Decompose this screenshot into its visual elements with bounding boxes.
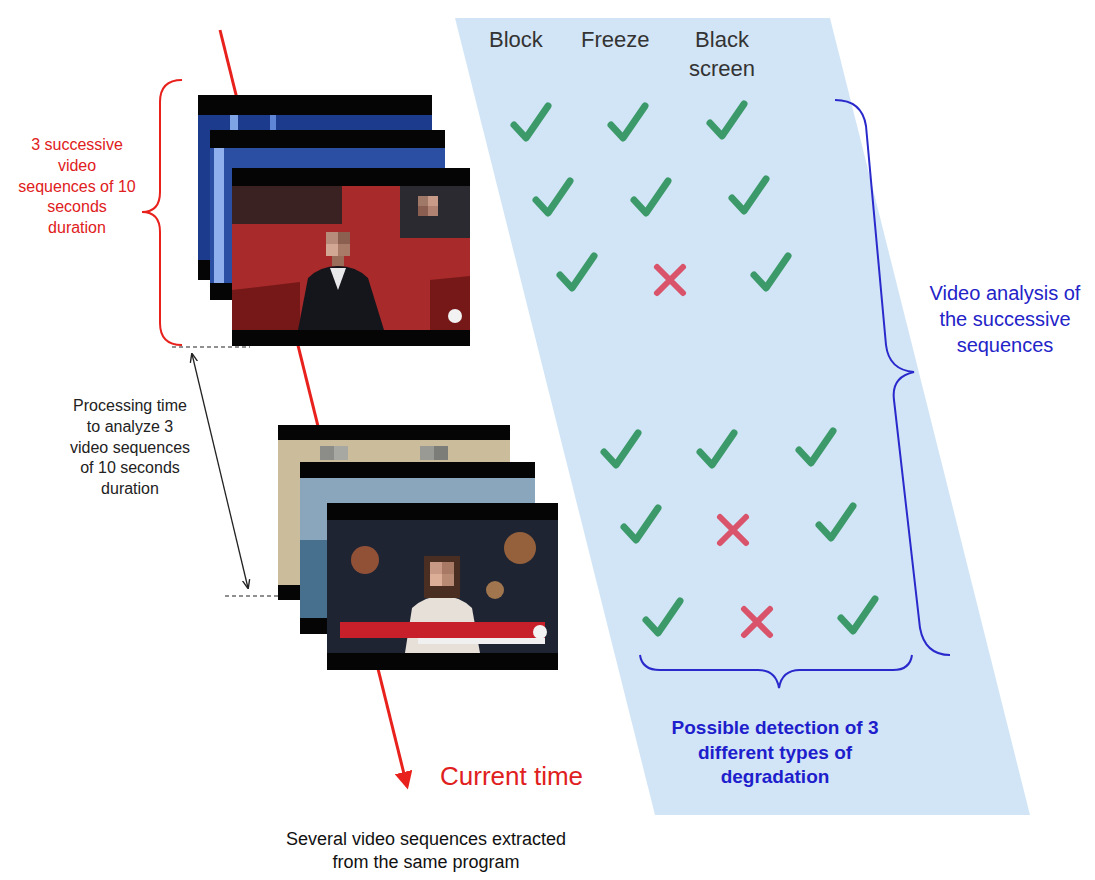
frame-image bbox=[327, 520, 558, 653]
frame-detail bbox=[400, 186, 470, 238]
pixelated-face bbox=[420, 446, 434, 460]
time-axis-label: Current time bbox=[440, 760, 583, 794]
pixelated-face bbox=[338, 244, 350, 256]
pixelated-face bbox=[430, 562, 442, 574]
pixelated-face bbox=[320, 446, 334, 460]
band-outline bbox=[455, 18, 1030, 815]
firework bbox=[351, 546, 379, 574]
person-figure bbox=[330, 268, 346, 290]
pixelated-face bbox=[326, 244, 338, 256]
video-frame bbox=[232, 168, 470, 346]
frame-image bbox=[232, 186, 470, 330]
person-figure bbox=[298, 266, 384, 330]
pixelated-face bbox=[428, 206, 438, 216]
duration-arrow bbox=[192, 354, 248, 588]
frame-detail bbox=[214, 148, 224, 283]
pixelated-face bbox=[334, 446, 348, 460]
band-shape bbox=[455, 18, 1030, 815]
detection-caption: Possible detection of 3 different types … bbox=[650, 716, 900, 790]
column-header: Block bbox=[489, 26, 543, 55]
pixelated-face bbox=[418, 206, 428, 216]
analysis-label: Video analysis of the successive sequenc… bbox=[925, 280, 1085, 358]
channel-logo bbox=[533, 625, 547, 639]
pixelated-face bbox=[430, 574, 442, 586]
footer-caption: Several video sequences extracted from t… bbox=[280, 828, 572, 875]
brace-label: 3 successive video sequences of 10 secon… bbox=[18, 135, 136, 239]
lower-third-banner bbox=[418, 638, 545, 644]
pixelated-face bbox=[442, 562, 454, 574]
firework bbox=[504, 532, 536, 564]
person-hair bbox=[424, 556, 460, 598]
pixelated-face bbox=[428, 196, 438, 206]
video-frame bbox=[327, 503, 558, 670]
pixelated-face bbox=[338, 232, 350, 244]
pixelated-face bbox=[418, 196, 428, 206]
column-header: Black screen bbox=[681, 26, 763, 83]
brace bbox=[142, 80, 182, 345]
guide-line bbox=[225, 595, 280, 596]
lower-third-banner bbox=[340, 622, 545, 638]
duration-label: Processing time to analyze 3 video seque… bbox=[68, 396, 192, 500]
firework bbox=[486, 581, 504, 599]
frame-detail bbox=[430, 276, 470, 330]
frame-detail bbox=[232, 282, 300, 330]
pixelated-face bbox=[326, 232, 338, 244]
analysis-band: Block Freeze Black screenPossible detectio… bbox=[455, 18, 1030, 815]
pixelated-face bbox=[434, 446, 448, 460]
column-header: Freeze bbox=[581, 26, 649, 55]
channel-logo bbox=[448, 309, 462, 323]
pixelated-face bbox=[442, 574, 454, 586]
guide-line bbox=[172, 346, 250, 347]
frame-detail bbox=[232, 186, 342, 224]
pixelated-face bbox=[332, 256, 344, 266]
